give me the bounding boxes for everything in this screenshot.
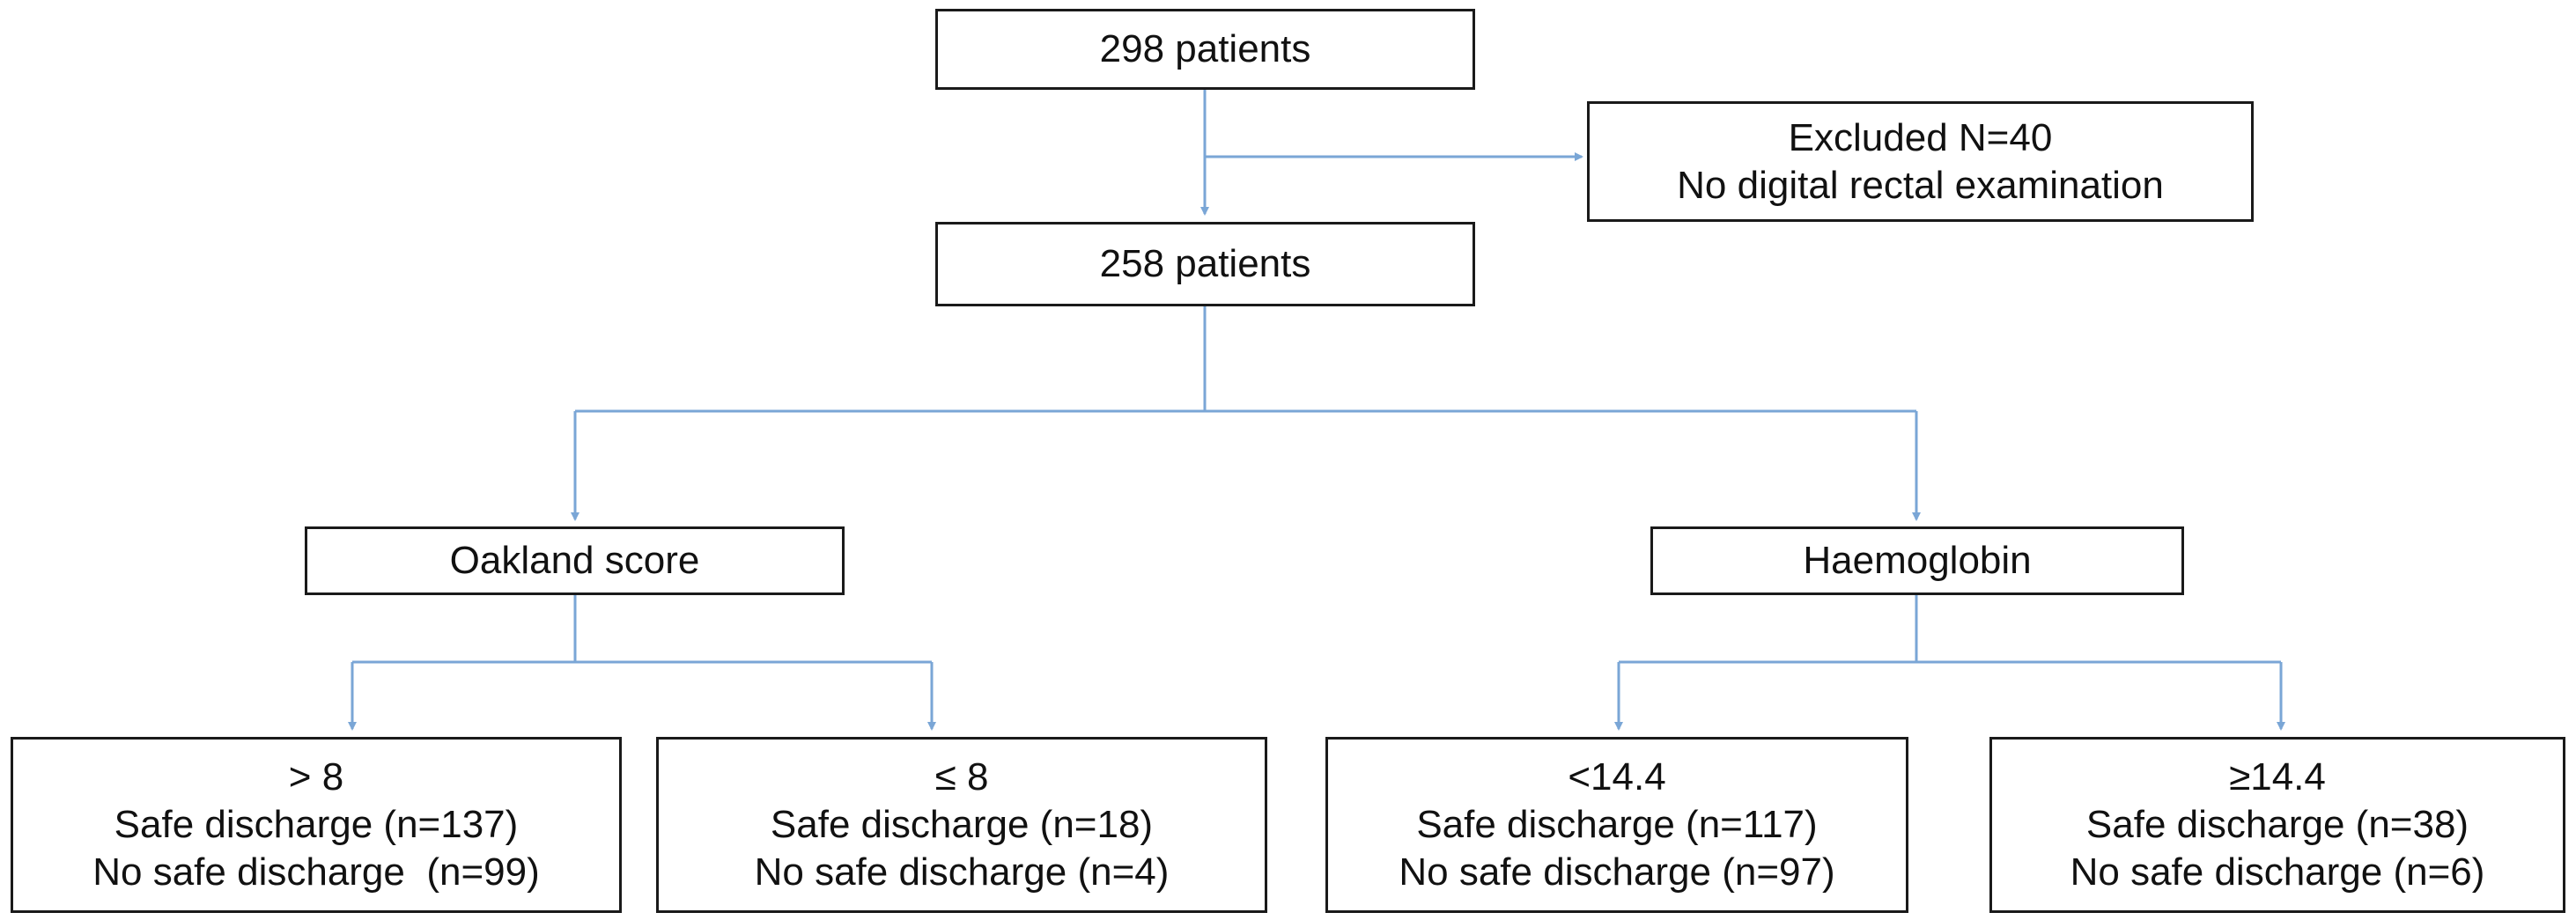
outcome-threshold: <14.4 — [1568, 755, 1666, 799]
outcome-box-haemoglobin-low: <14.4 Safe discharge (n=117) No safe dis… — [1325, 737, 1908, 913]
oakland-score-box: Oakland score — [305, 526, 845, 595]
outcome-safe: Safe discharge (n=18) — [770, 803, 1154, 847]
haemoglobin-label: Haemoglobin — [1803, 539, 2032, 583]
excluded-count: Excluded N=40 — [1788, 115, 2053, 159]
outcome-threshold: ≥14.4 — [2229, 755, 2326, 799]
outcome-unsafe: No safe discharge (n=6) — [2070, 850, 2485, 894]
excluded-reason: No digital rectal examination — [1677, 163, 2164, 207]
included-box: 258 patients — [935, 222, 1475, 306]
outcome-safe: Safe discharge (n=137) — [114, 803, 519, 847]
outcome-unsafe: No safe discharge (n=99) — [92, 850, 540, 894]
outcome-safe: Safe discharge (n=117) — [1416, 803, 1818, 847]
start-box: 298 patients — [935, 9, 1475, 90]
outcome-box-oakland-high: > 8 Safe discharge (n=137) No safe disch… — [11, 737, 622, 913]
outcome-threshold: > 8 — [288, 755, 344, 799]
excluded-box: Excluded N=40 No digital rectal examinat… — [1587, 101, 2254, 222]
start-label: 298 patients — [1099, 27, 1311, 71]
outcome-unsafe: No safe discharge (n=4) — [754, 850, 1170, 894]
outcome-unsafe: No safe discharge (n=97) — [1399, 850, 1835, 894]
outcome-box-oakland-low: ≤ 8 Safe discharge (n=18) No safe discha… — [656, 737, 1267, 913]
oakland-score-label: Oakland score — [449, 539, 700, 583]
outcome-box-haemoglobin-high: ≥14.4 Safe discharge (n=38) No safe disc… — [1989, 737, 2565, 913]
haemoglobin-box: Haemoglobin — [1650, 526, 2184, 595]
included-label: 258 patients — [1099, 242, 1311, 286]
outcome-threshold: ≤ 8 — [934, 755, 989, 799]
outcome-safe: Safe discharge (n=38) — [2085, 803, 2469, 847]
